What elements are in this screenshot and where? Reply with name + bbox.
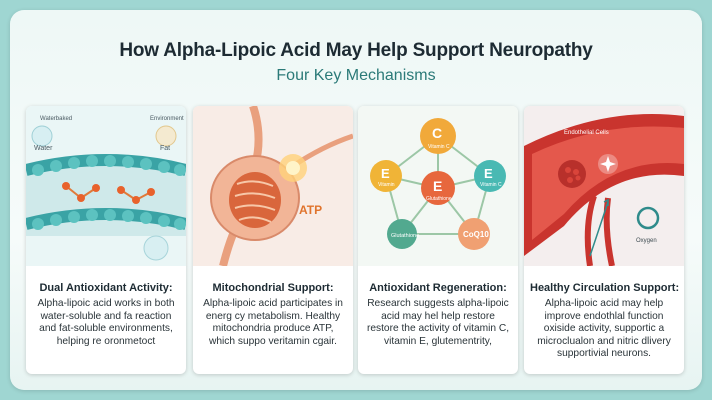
- atp-label: ATP: [299, 203, 322, 217]
- card-heading: Mitochondrial Support:: [212, 282, 334, 294]
- page-title: How Alpha-Lipoic Acid May Help Support N…: [119, 40, 593, 61]
- card-body: Alpha-lipoic acid may help improve endot…: [537, 298, 671, 360]
- card-mitochondrial-support: ATP Mitochondrial Support: Alpha-lipoic …: [193, 106, 353, 374]
- fat-top-label: Environment: [150, 116, 184, 122]
- card-healthy-circulation: Endothelial Cells Oxygen Healthy Circula…: [524, 106, 684, 374]
- vitamin-e-right-letter: E: [484, 166, 493, 181]
- cell-membrane-illustration: Waterbaked Water Environment Fat: [26, 106, 186, 266]
- coq10-label: CoQ10: [463, 230, 489, 239]
- card-body: Alpha-lipoic acid participates in energ …: [203, 298, 343, 347]
- card-heading: Healthy Circulation Support:: [530, 282, 680, 294]
- water-label: Water: [34, 145, 53, 152]
- glutathione-label: Glutathione: [391, 233, 419, 239]
- card-body: Alpha-lipoic acid works in both water-so…: [37, 298, 175, 347]
- fat-label: Fat: [160, 145, 170, 152]
- oxygen-label: Oxygen: [636, 238, 657, 244]
- vitamin-c-sublabel: Vitamin C: [428, 144, 450, 150]
- vitamin-e-left-letter: E: [381, 166, 390, 181]
- mitochondria-illustration: ATP: [193, 106, 353, 266]
- vitamin-e-left-sublabel: Vitamin: [378, 182, 395, 188]
- endothelial-cells-label: Endothelial Cells: [564, 130, 609, 136]
- card-heading: Antioxidant Regeneration:: [369, 282, 507, 294]
- vitamin-c-letter: C: [432, 125, 442, 141]
- card-antioxidant-regeneration: C Vitamin C E Vitamin E Vitamin C E Glut…: [358, 106, 518, 374]
- card-dual-antioxidant: Waterbaked Water Environment Fat Dual An…: [26, 106, 186, 374]
- vitamin-e-right-sublabel: Vitamin C: [480, 182, 502, 188]
- card-body: Research suggests alpha-lipoic acid may …: [366, 298, 510, 347]
- center-e-letter: E: [433, 178, 442, 194]
- card-heading: Dual Antioxidant Activity:: [39, 282, 173, 294]
- page-subtitle: Four Key Mechanisms: [276, 67, 436, 84]
- antioxidant-network-illustration: C Vitamin C E Vitamin E Vitamin C E Glut…: [358, 106, 518, 266]
- blood-vessel-illustration: Endothelial Cells Oxygen: [524, 106, 684, 266]
- water-top-label: Waterbaked: [40, 116, 72, 122]
- center-e-sublabel: Glutathione: [426, 196, 452, 202]
